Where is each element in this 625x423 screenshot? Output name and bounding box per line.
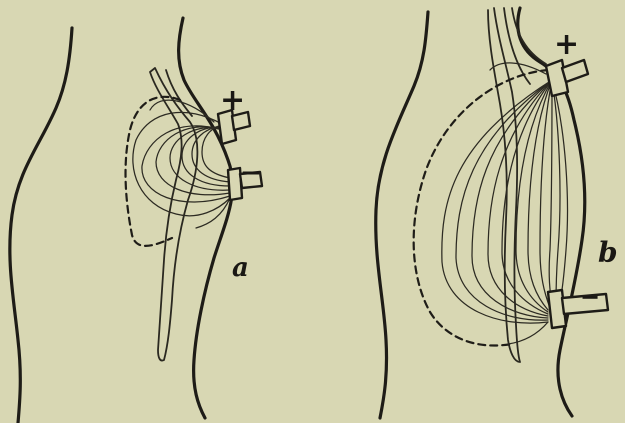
panel-b-cathode-sign: − [580, 283, 600, 311]
panel-b-cathode-electrode: − [548, 283, 608, 328]
panel-b-label: b [598, 236, 618, 269]
panel-a-anode-electrode: + [218, 83, 250, 144]
panel-a-muscle-band [150, 68, 197, 361]
panel-b-anode-sign: + [554, 27, 579, 62]
panel-a-label: a [232, 253, 249, 283]
panel-a-cathode-sign: − [240, 158, 262, 188]
panel-b-body-contour-left [376, 12, 428, 418]
panel-a-anode-sign: + [220, 83, 245, 118]
panel-a-cathode-electrode: − [228, 158, 262, 200]
panel-a-field-lines [133, 100, 230, 228]
panel-a: + − a [10, 18, 262, 423]
panel-b-dashed-current-path [414, 70, 548, 346]
panel-b-muscle-band [488, 8, 520, 362]
panel-a-body-contour-left [10, 28, 72, 423]
panel-a-body-contour-right [179, 18, 233, 418]
panel-b-anode-electrode: + [546, 27, 588, 96]
panel-b: + − b [376, 8, 618, 418]
